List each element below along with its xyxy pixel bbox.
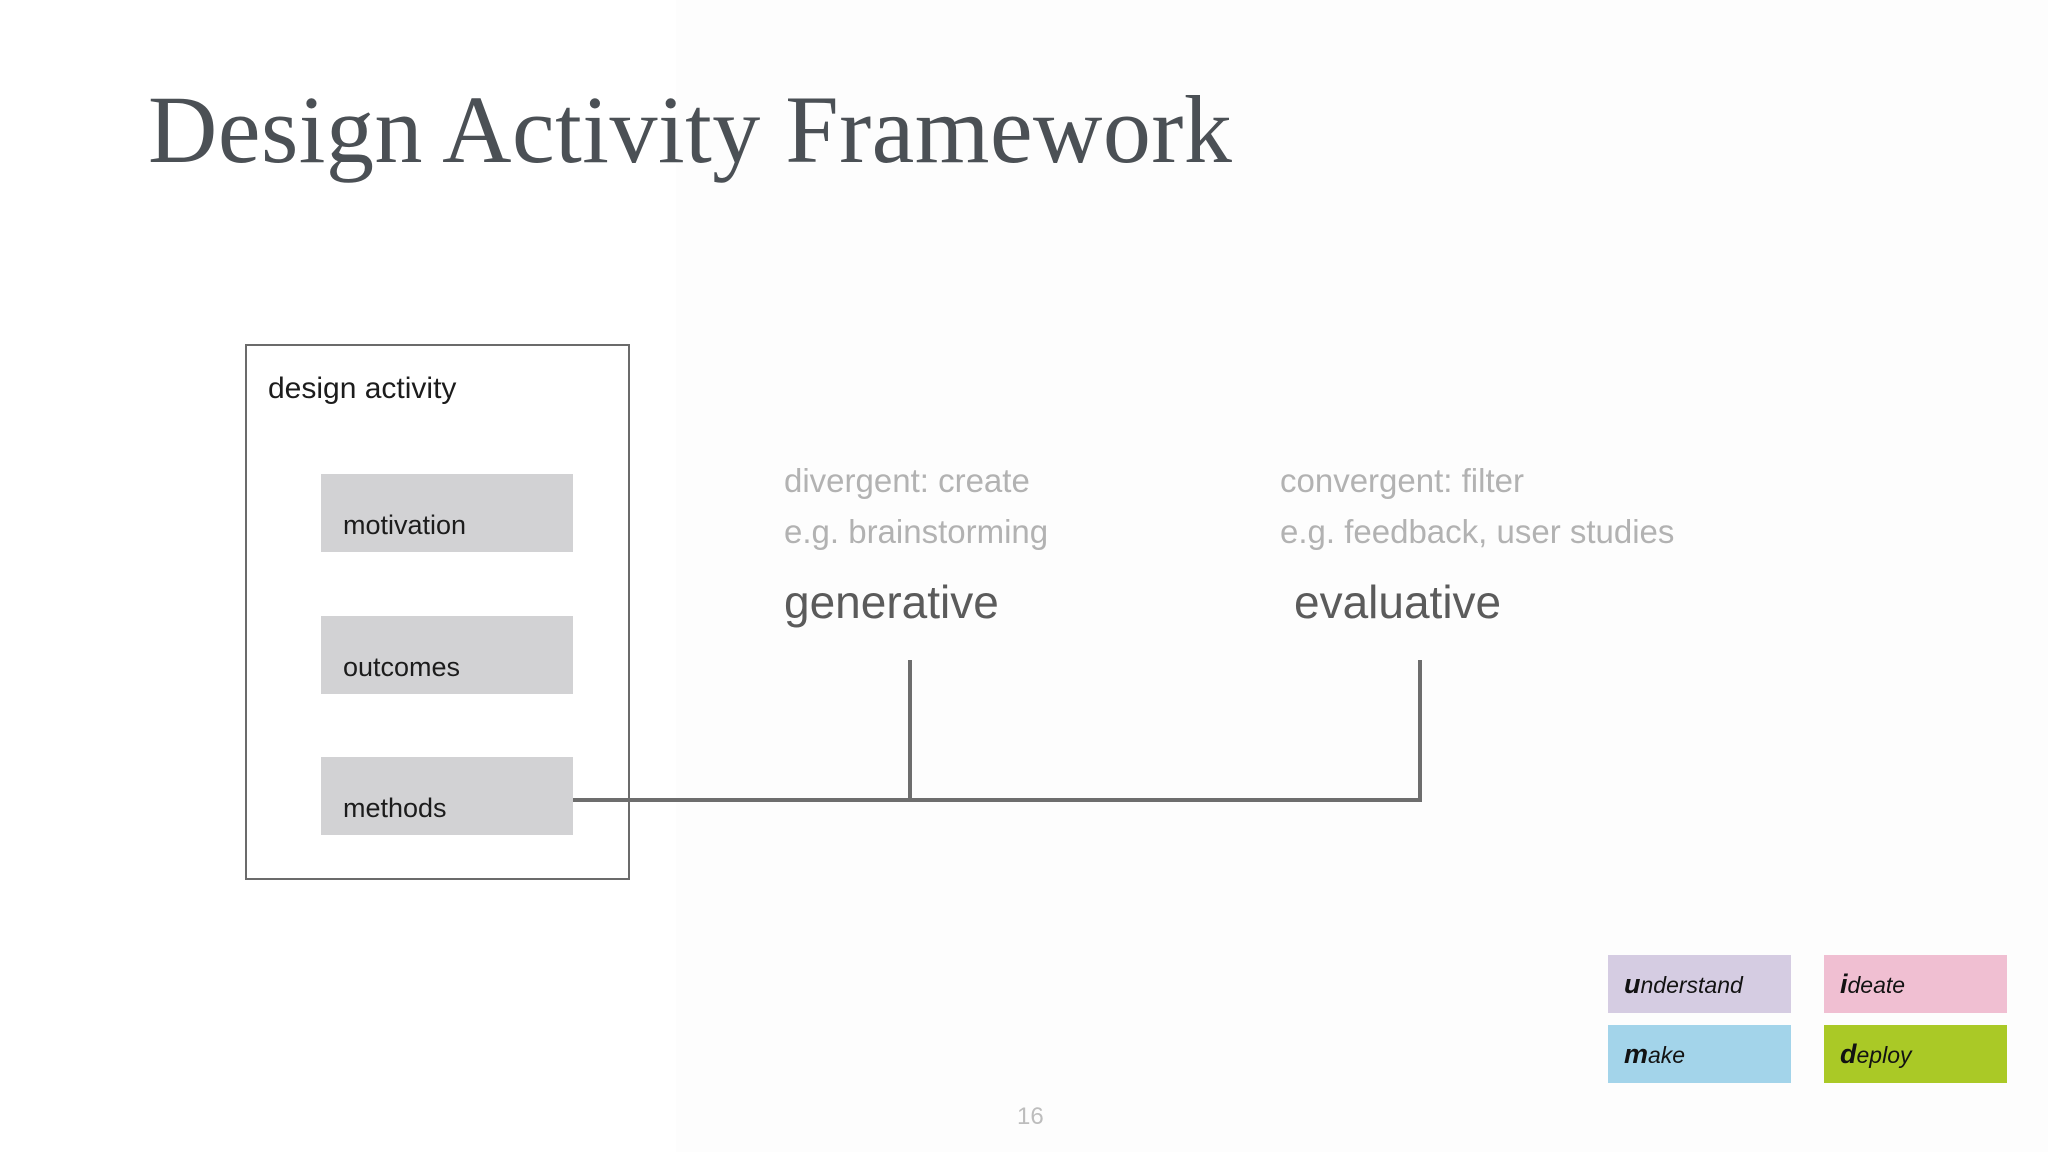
generative-name: generative	[784, 576, 999, 629]
generative-desc-line1: divergent: create	[784, 462, 1030, 499]
legend-understand-initial: u	[1624, 968, 1641, 999]
legend-row-2: make deploy	[1608, 1025, 2008, 1083]
chip-motivation-label: motivation	[343, 510, 467, 540]
design-activity-box	[245, 344, 630, 880]
chip-motivation[interactable]: motivation	[321, 474, 573, 552]
connector-vertical-generative	[908, 660, 912, 800]
evaluative-desc-line1: convergent: filter	[1280, 462, 1524, 499]
mode-column-evaluative: convergent: filter e.g. feedback, user s…	[1280, 455, 1674, 629]
connector-horizontal	[573, 798, 1422, 802]
legend-row-1: understand ideate	[1608, 955, 2008, 1013]
mode-column-generative: divergent: create e.g. brainstorming gen…	[784, 455, 1048, 629]
legend-deploy-initial: d	[1840, 1038, 1857, 1069]
chip-methods[interactable]: methods	[321, 757, 573, 835]
evaluative-name: evaluative	[1294, 576, 1502, 629]
legend-deploy-rest: eploy	[1856, 1041, 1912, 1068]
connector-vertical-evaluative	[1418, 660, 1422, 800]
page-title: Design Activity Framework	[148, 76, 1233, 183]
legend-chip-deploy[interactable]: deploy	[1824, 1025, 2007, 1083]
evaluative-desc-line2: e.g. feedback, user studies	[1280, 513, 1675, 551]
design-activity-label: design activity	[268, 372, 457, 405]
chip-outcomes[interactable]: outcomes	[321, 616, 573, 694]
generative-desc-line2: e.g. brainstorming	[784, 513, 1049, 551]
legend-chip-make[interactable]: make	[1608, 1025, 1791, 1083]
legend-understand-rest: nderstand	[1640, 971, 1743, 998]
chip-methods-label: methods	[343, 793, 447, 823]
background-band	[676, 0, 2048, 1152]
page-number: 16	[1017, 1103, 1044, 1130]
chip-outcomes-label: outcomes	[343, 652, 461, 682]
legend-make-rest: ake	[1648, 1041, 1686, 1068]
legend: understand ideate make deploy	[1608, 955, 2008, 1095]
legend-ideate-initial: i	[1840, 968, 1848, 999]
legend-make-initial: m	[1624, 1038, 1649, 1069]
legend-ideate-rest: deate	[1847, 971, 1906, 998]
legend-chip-ideate[interactable]: ideate	[1824, 955, 2007, 1013]
legend-chip-understand[interactable]: understand	[1608, 955, 1791, 1013]
